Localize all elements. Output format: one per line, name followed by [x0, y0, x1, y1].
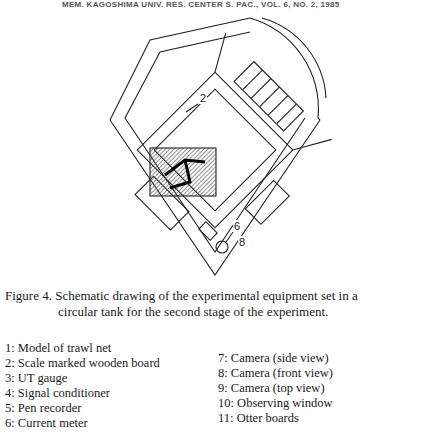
working-section — [137, 72, 293, 228]
camera-box — [199, 222, 217, 240]
callout-number: 2 — [199, 92, 207, 104]
net-area — [150, 148, 216, 196]
scale-board — [234, 62, 303, 131]
callout-number: 8 — [238, 236, 246, 248]
legend-entry: 2: Scale marked wooden board — [5, 357, 160, 371]
legend-entry: 1: Model of trawl net — [5, 342, 111, 356]
legend-entry: 3: UT gauge — [5, 372, 67, 386]
channel-wall — [125, 118, 305, 252]
legend-entry: 8: Camera (front view) — [218, 367, 333, 381]
legend-entry: 4: Signal conditioner — [5, 387, 110, 401]
legend-entry: 10: Observing window — [218, 397, 333, 411]
observing-window — [245, 180, 289, 224]
tank-drawing — [100, 18, 339, 275]
running-header: MEM. KAGOSHIMA UNIV. RES. CENTER S. PAC.… — [62, 1, 340, 10]
trawl-net-model — [165, 160, 205, 188]
leader-line — [186, 104, 198, 112]
legend-entry: 6: Current meter — [5, 417, 88, 431]
callout-number: 6 — [233, 220, 241, 232]
channel-wall — [110, 18, 250, 120]
legend-entry: 5: Pen recorder — [5, 402, 81, 416]
figure-caption: Figure 4. Schematic drawing of the exper… — [5, 288, 377, 321]
legend-entry: 7: Camera (side view) — [218, 352, 329, 366]
leader-line — [226, 232, 233, 242]
legend-entry: 11: Otter boards — [218, 412, 299, 426]
legend-entry: 9: Camera (top view) — [218, 382, 325, 396]
channel-wall — [318, 118, 320, 120]
current-meter — [216, 241, 228, 253]
tank-wall — [262, 18, 326, 98]
